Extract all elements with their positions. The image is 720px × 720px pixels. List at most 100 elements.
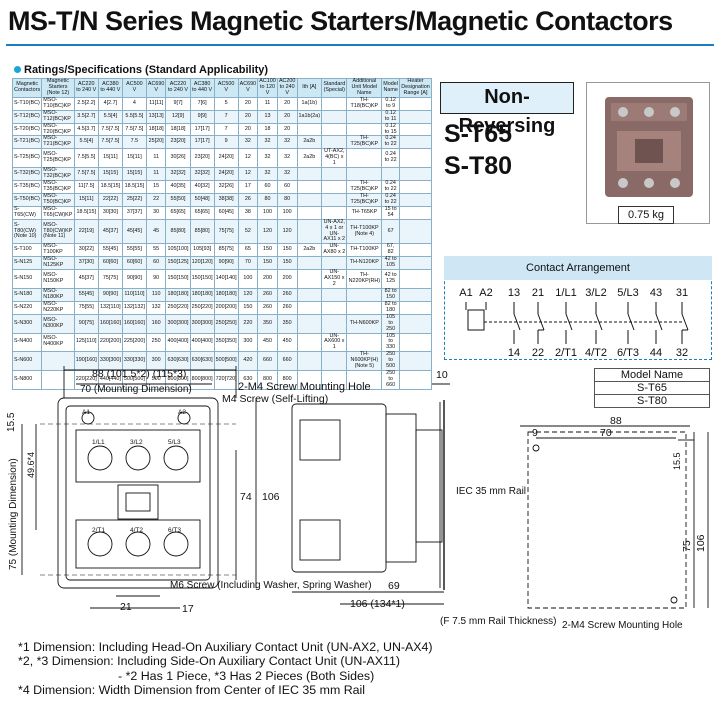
- spec-table-cell: 260: [276, 287, 298, 302]
- spec-table-cell: 40[35]: [165, 180, 191, 194]
- spec-table-cell: [399, 332, 432, 353]
- spec-table-cell: 67: [381, 218, 401, 245]
- spec-table-cell: 7.5[5.5]: [73, 148, 99, 169]
- term-22: 22: [532, 347, 544, 359]
- dim-mount-70: 70: [600, 427, 612, 439]
- spec-table-cell: 330[330]: [121, 351, 147, 372]
- spec-table-cell: 500: [145, 370, 167, 390]
- spec-table-cell: TH-T18(BC)KP: [346, 96, 383, 111]
- spec-table-cell: 200: [257, 269, 278, 289]
- spec-table-cell: S-N180: [11, 287, 43, 302]
- side-rail-thickness: (F 7.5 mm Rail Thickness): [440, 616, 557, 627]
- spec-table-cell: S-N400: [11, 332, 43, 353]
- spec-table-cell: [296, 122, 323, 137]
- spec-table-cell: 7: [213, 122, 239, 137]
- spec-table-cell: [321, 192, 348, 207]
- spec-table-cell: MSO-T50(BC)KP: [41, 192, 75, 207]
- contactor-photo-icon: [605, 97, 693, 197]
- spec-table-cell: 75[75]: [97, 269, 123, 289]
- spec-table-cell: [399, 96, 432, 111]
- spec-table-cell: 45[37]: [97, 218, 123, 245]
- spec-table-cell: [321, 351, 348, 372]
- bullet-dot-icon: [14, 66, 21, 73]
- spec-table-cell: 12: [237, 167, 259, 181]
- term-l3: 5/L3: [617, 287, 638, 299]
- spec-table-cell: 150: [276, 256, 298, 271]
- spec-table-cell: 65: [237, 243, 259, 258]
- spec-table-cell: 37[30]: [73, 256, 99, 271]
- spec-table-cell: 13[13]: [145, 109, 167, 124]
- spec-table-cell: 7.5[7.5]: [97, 122, 123, 137]
- spec-table-cell: S-T32(BC): [11, 167, 43, 181]
- spec-table-cell: 20: [276, 96, 298, 111]
- spec-table-cell: 23[20]: [165, 135, 191, 150]
- spec-col-header: Magnetic Starters (Note 12): [41, 78, 75, 98]
- spec-table-cell: TH-N120KP: [346, 256, 383, 271]
- spec-table-cell: 30[30]: [97, 205, 123, 220]
- spec-table-cell: S-T80(CW) (Note 10): [11, 218, 43, 245]
- spec-table-cell: 85[75]: [213, 243, 239, 258]
- spec-table-cell: TH-N600KP: [346, 313, 383, 334]
- product-photo: [586, 82, 710, 224]
- spec-table-cell: [296, 269, 323, 289]
- side-view-labels: 10 69 106 (134*1) IEC 35 mm Rail (F 7.5 …: [350, 369, 557, 627]
- spec-table-cell: 18.5[15]: [97, 180, 123, 194]
- spec-col-header: AC690 V: [145, 78, 167, 98]
- spec-table-cell: 85[80]: [165, 218, 191, 245]
- spec-table-cell: 260: [257, 300, 278, 315]
- spec-table-cell: 5.5[4]: [73, 135, 99, 150]
- spec-table-cell: 0.24 to 22: [381, 148, 401, 169]
- spec-table-cell: UN-AX150 x 2: [321, 269, 348, 289]
- spec-table-cell: 30[22]: [73, 243, 99, 258]
- dim-side-69: 69: [388, 580, 400, 592]
- spec-table-cell: 200: [276, 269, 298, 289]
- spec-table-cell: 7.5: [121, 135, 147, 150]
- spec-table-cell: 140[140]: [213, 269, 239, 289]
- spec-table-cell: 23[20]: [189, 148, 215, 169]
- spec-table-cell: S-T100: [11, 243, 43, 258]
- spec-table-cell: 160[160]: [121, 313, 147, 334]
- spec-table-cell: 180[180]: [213, 287, 239, 302]
- spec-table-cell: 25[22]: [121, 192, 147, 207]
- spec-table-cell: 630[630]: [165, 351, 191, 372]
- dim-mount-88: 88: [610, 415, 622, 427]
- front-terminal-l3: 5/L3: [168, 439, 181, 446]
- spec-table-cell: MSO-T20(BC)KP: [41, 122, 75, 137]
- spec-table-cell: TH-T100KP (Note 4): [346, 218, 383, 245]
- spec-table-cell: 38: [237, 205, 259, 220]
- spec-table-cell: 42 to 105: [381, 256, 401, 271]
- spec-table-cell: 0.24 to 22: [381, 192, 401, 207]
- spec-table-cell: 42 to 125: [381, 269, 401, 289]
- spec-table-cell: 105 to 330: [381, 332, 401, 353]
- spec-table-cell: [399, 180, 432, 194]
- spec-table-cell: 250[220]: [165, 300, 191, 315]
- spec-table-cell: [296, 300, 323, 315]
- spec-table-cell: 90[90]: [213, 256, 239, 271]
- spec-col-header: Additional Unit Model Name: [346, 78, 383, 98]
- spec-table-cell: 38[38]: [213, 192, 239, 207]
- spec-table-cell: 4[2.7]: [97, 96, 123, 111]
- spec-table-cell: 500[500]: [121, 370, 147, 390]
- spec-table-cell: 80: [257, 192, 278, 207]
- spec-table-cell: 20: [237, 109, 259, 124]
- spec-table-cell: 55[45]: [97, 243, 123, 258]
- spec-table-cell: MSO-T100KP: [41, 243, 75, 258]
- spec-table-cell: 2a2b: [296, 243, 323, 258]
- mounting-view-labels: 88 9 70 15.5 75 106 2-M4 Screw Mounting …: [532, 415, 707, 631]
- spec-table-cell: 200[200]: [213, 300, 239, 315]
- front-view-labels: 88 (101.5*2) (115*3) 70 (Mounting Dimens…: [6, 368, 372, 615]
- spec-table-cell: MSO-N300KP: [41, 313, 75, 334]
- spec-table-cell: 160[160]: [97, 313, 123, 334]
- spec-table-cell: [399, 300, 432, 315]
- spec-table-cell: 180[180]: [165, 287, 191, 302]
- dim-front-74: 74: [240, 491, 252, 503]
- spec-table-cell: 7.5[7.5]: [121, 122, 147, 137]
- product-model-1: S-T65: [444, 120, 513, 148]
